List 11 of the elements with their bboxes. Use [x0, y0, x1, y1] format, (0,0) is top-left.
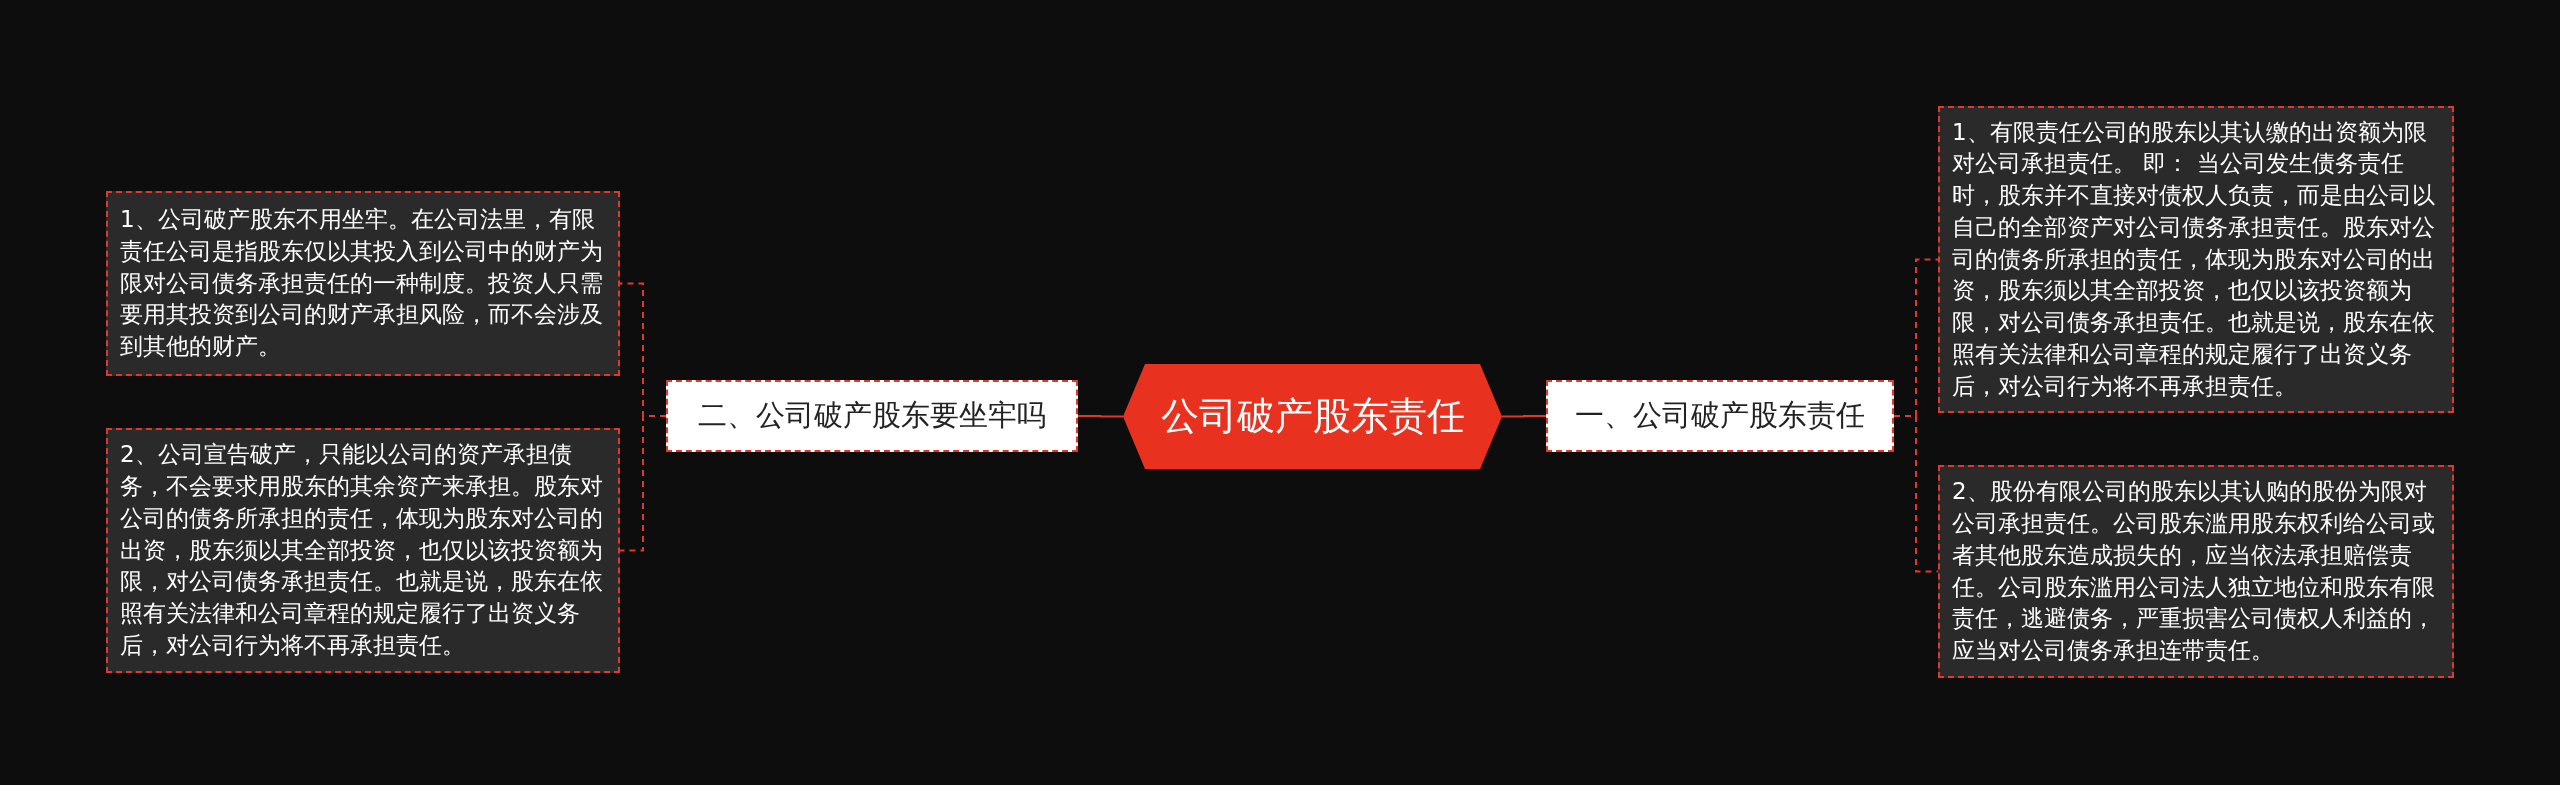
topic-box: 二、公司破产股东要坐牢吗 [666, 380, 1078, 452]
connector-line [1893, 415, 1939, 573]
connector-line [619, 415, 667, 552]
text-box: 2、公司宣告破产，只能以公司的资产承担债务，不会要求用股东的其余资产来承担。股东对公司的债务所承担的责任，体现为股东对公司的出资，股东须以其全部投资，也仅以该投资额为限，对公司债务承担责任。也就是说，股东在依照有关法律和公司章程的规定履行了出资义务后，对公司行为将不再承担责任。 [106, 428, 620, 673]
connector-line [1077, 415, 1124, 418]
text-box: 1、有限责任公司的股东以其认缴的出资额为限对公司承担责任。 即： 当公司发生债务责任时，股东并不直接对债权人负责，而是由公司以自己的全部资产对公司债务承担责任。股东对公司的债务所承担的责任，体现为股东对公司的出资，股东须以其全部投资，也仅以该投资额为限，对公司债务承担责任。也就是说，股东在依照有关法律和公司章程的规定履行了出资义务后，对公司行为将不再承担责任。 [1938, 106, 2454, 413]
topic-box: 一、公司破产股东责任 [1546, 380, 1894, 452]
central-topic: 公司破产股东责任 [1123, 364, 1502, 469]
text-box: 2、股份有限公司的股东以其认购的股份为限对公司承担责任。公司股东滥用股东权利给公司或者其他股东造成损失的，应当依法承担赔偿责任。公司股东滥用公司法人独立地位和股东有限责任，逃避债务，严重损害公司债权人利益的，应当对公司债务承担连带责任。 [1938, 465, 2454, 678]
connector-line [1501, 415, 1547, 418]
text-box: 1、公司破产股东不用坐牢。在公司法里，有限责任公司是指股东仅以其投入到公司中的财产为限对公司债务承担责任的一种制度。投资人只需要用其投资到公司的财产承担风险，而不会涉及到其他的财产。 [106, 191, 620, 376]
